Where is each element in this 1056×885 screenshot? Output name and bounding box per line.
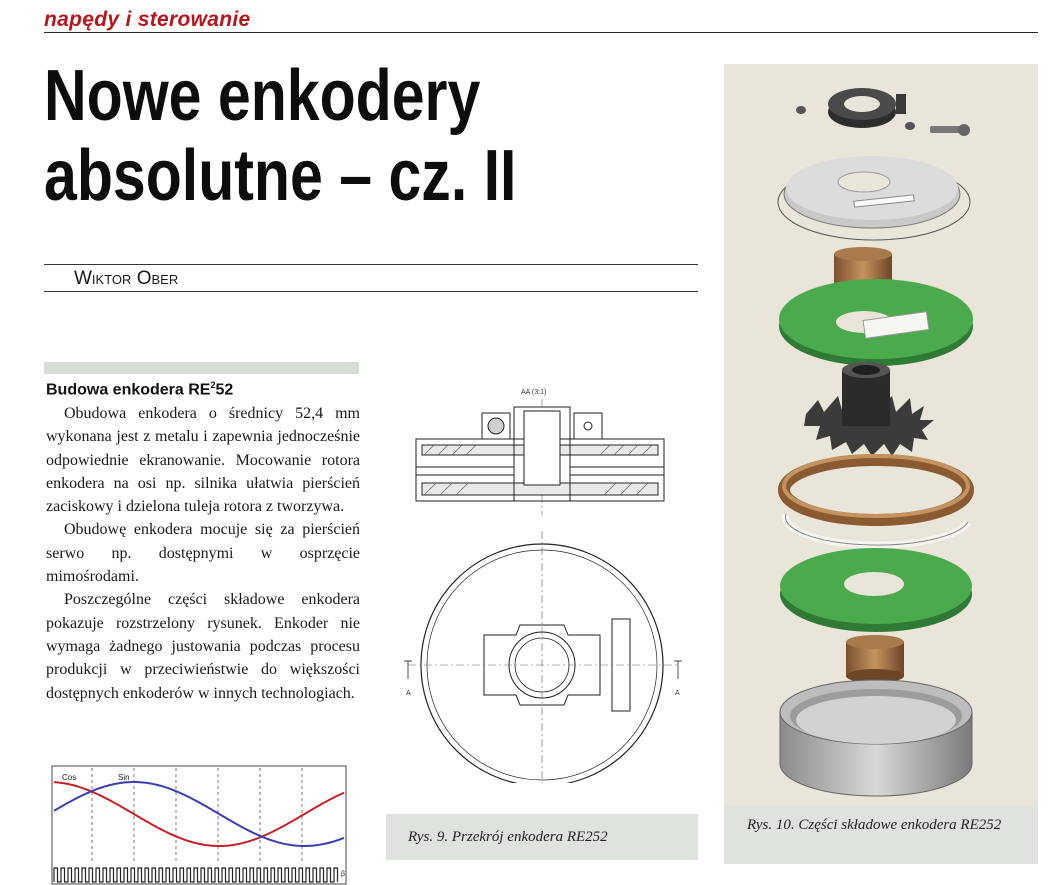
paragraph-3: Poszczególne części składowe enkodera po… (46, 591, 360, 702)
dashed-dividers (91, 768, 303, 864)
title-line-2: absolutne – cz. II (44, 136, 517, 216)
cross-section-body (415, 406, 665, 502)
bronze-ring (778, 454, 974, 526)
subheading-prefix: Budowa enkodera RE (46, 381, 211, 399)
cross-section-hatching (423, 444, 653, 496)
subheading-suffix: 52 (215, 381, 234, 399)
cos-wave (53, 781, 345, 847)
body-text: Obudowa enkodera o średnicy 52,4 mm wyko… (46, 402, 360, 705)
figure-10-exploded-view (777, 88, 974, 797)
split-ring (781, 512, 972, 549)
pulse-train (53, 867, 339, 883)
sine-cosine-diagram: Cos Sin β (51, 765, 347, 885)
section-markers (404, 660, 682, 679)
figure-9-caption-box (386, 814, 698, 860)
sin-label: Sin (118, 773, 130, 782)
clamp-ring (828, 88, 906, 128)
cos-label: Cos (62, 773, 76, 782)
screws (796, 106, 970, 136)
figure-10-caption-box (724, 806, 1038, 864)
figure-9-caption: Rys. 9. Przekrój enkodera RE252 (408, 829, 608, 845)
section-view-label: AA (3:1) (521, 389, 546, 396)
subheading-sup: 2 (210, 380, 216, 390)
green-disc-bottom (780, 548, 972, 632)
cover-disc (777, 156, 971, 241)
sin-wave (53, 781, 345, 847)
header-rule (44, 32, 1038, 33)
author-name: Wiktor Ober (74, 268, 179, 289)
figure-10-caption: Rys. 10. Części składowe enkodera RE252 (747, 817, 1002, 833)
gear-rotor (804, 362, 934, 456)
plan-view (408, 531, 680, 783)
paragraph-1: Obudowa enkodera o średnicy 52,4 mm wyko… (46, 405, 360, 516)
section-marker-right: A (675, 690, 680, 697)
section-marker-left: A (406, 690, 411, 697)
figure-9-cross-section: AA (3:1) A A (404, 389, 682, 783)
subheading: Budowa enkodera RE252 (46, 380, 233, 399)
section-label: napędy i sterowanie (44, 8, 251, 31)
author-rule-top (44, 264, 698, 265)
housing-cup (779, 679, 973, 797)
axis-end-label: β (341, 871, 345, 878)
author-rule-bottom (44, 291, 698, 292)
green-disc-top (779, 279, 973, 366)
diagram-frame (51, 765, 347, 885)
bushing-bottom (846, 635, 904, 683)
title-line-1: Nowe enkodery (44, 56, 481, 136)
column-header-bar (44, 362, 359, 374)
article-title: Nowe enkodery absolutne – cz. II (44, 56, 602, 216)
paragraph-2: Obudowę enkodera mocuje się za pierścień… (46, 521, 360, 586)
